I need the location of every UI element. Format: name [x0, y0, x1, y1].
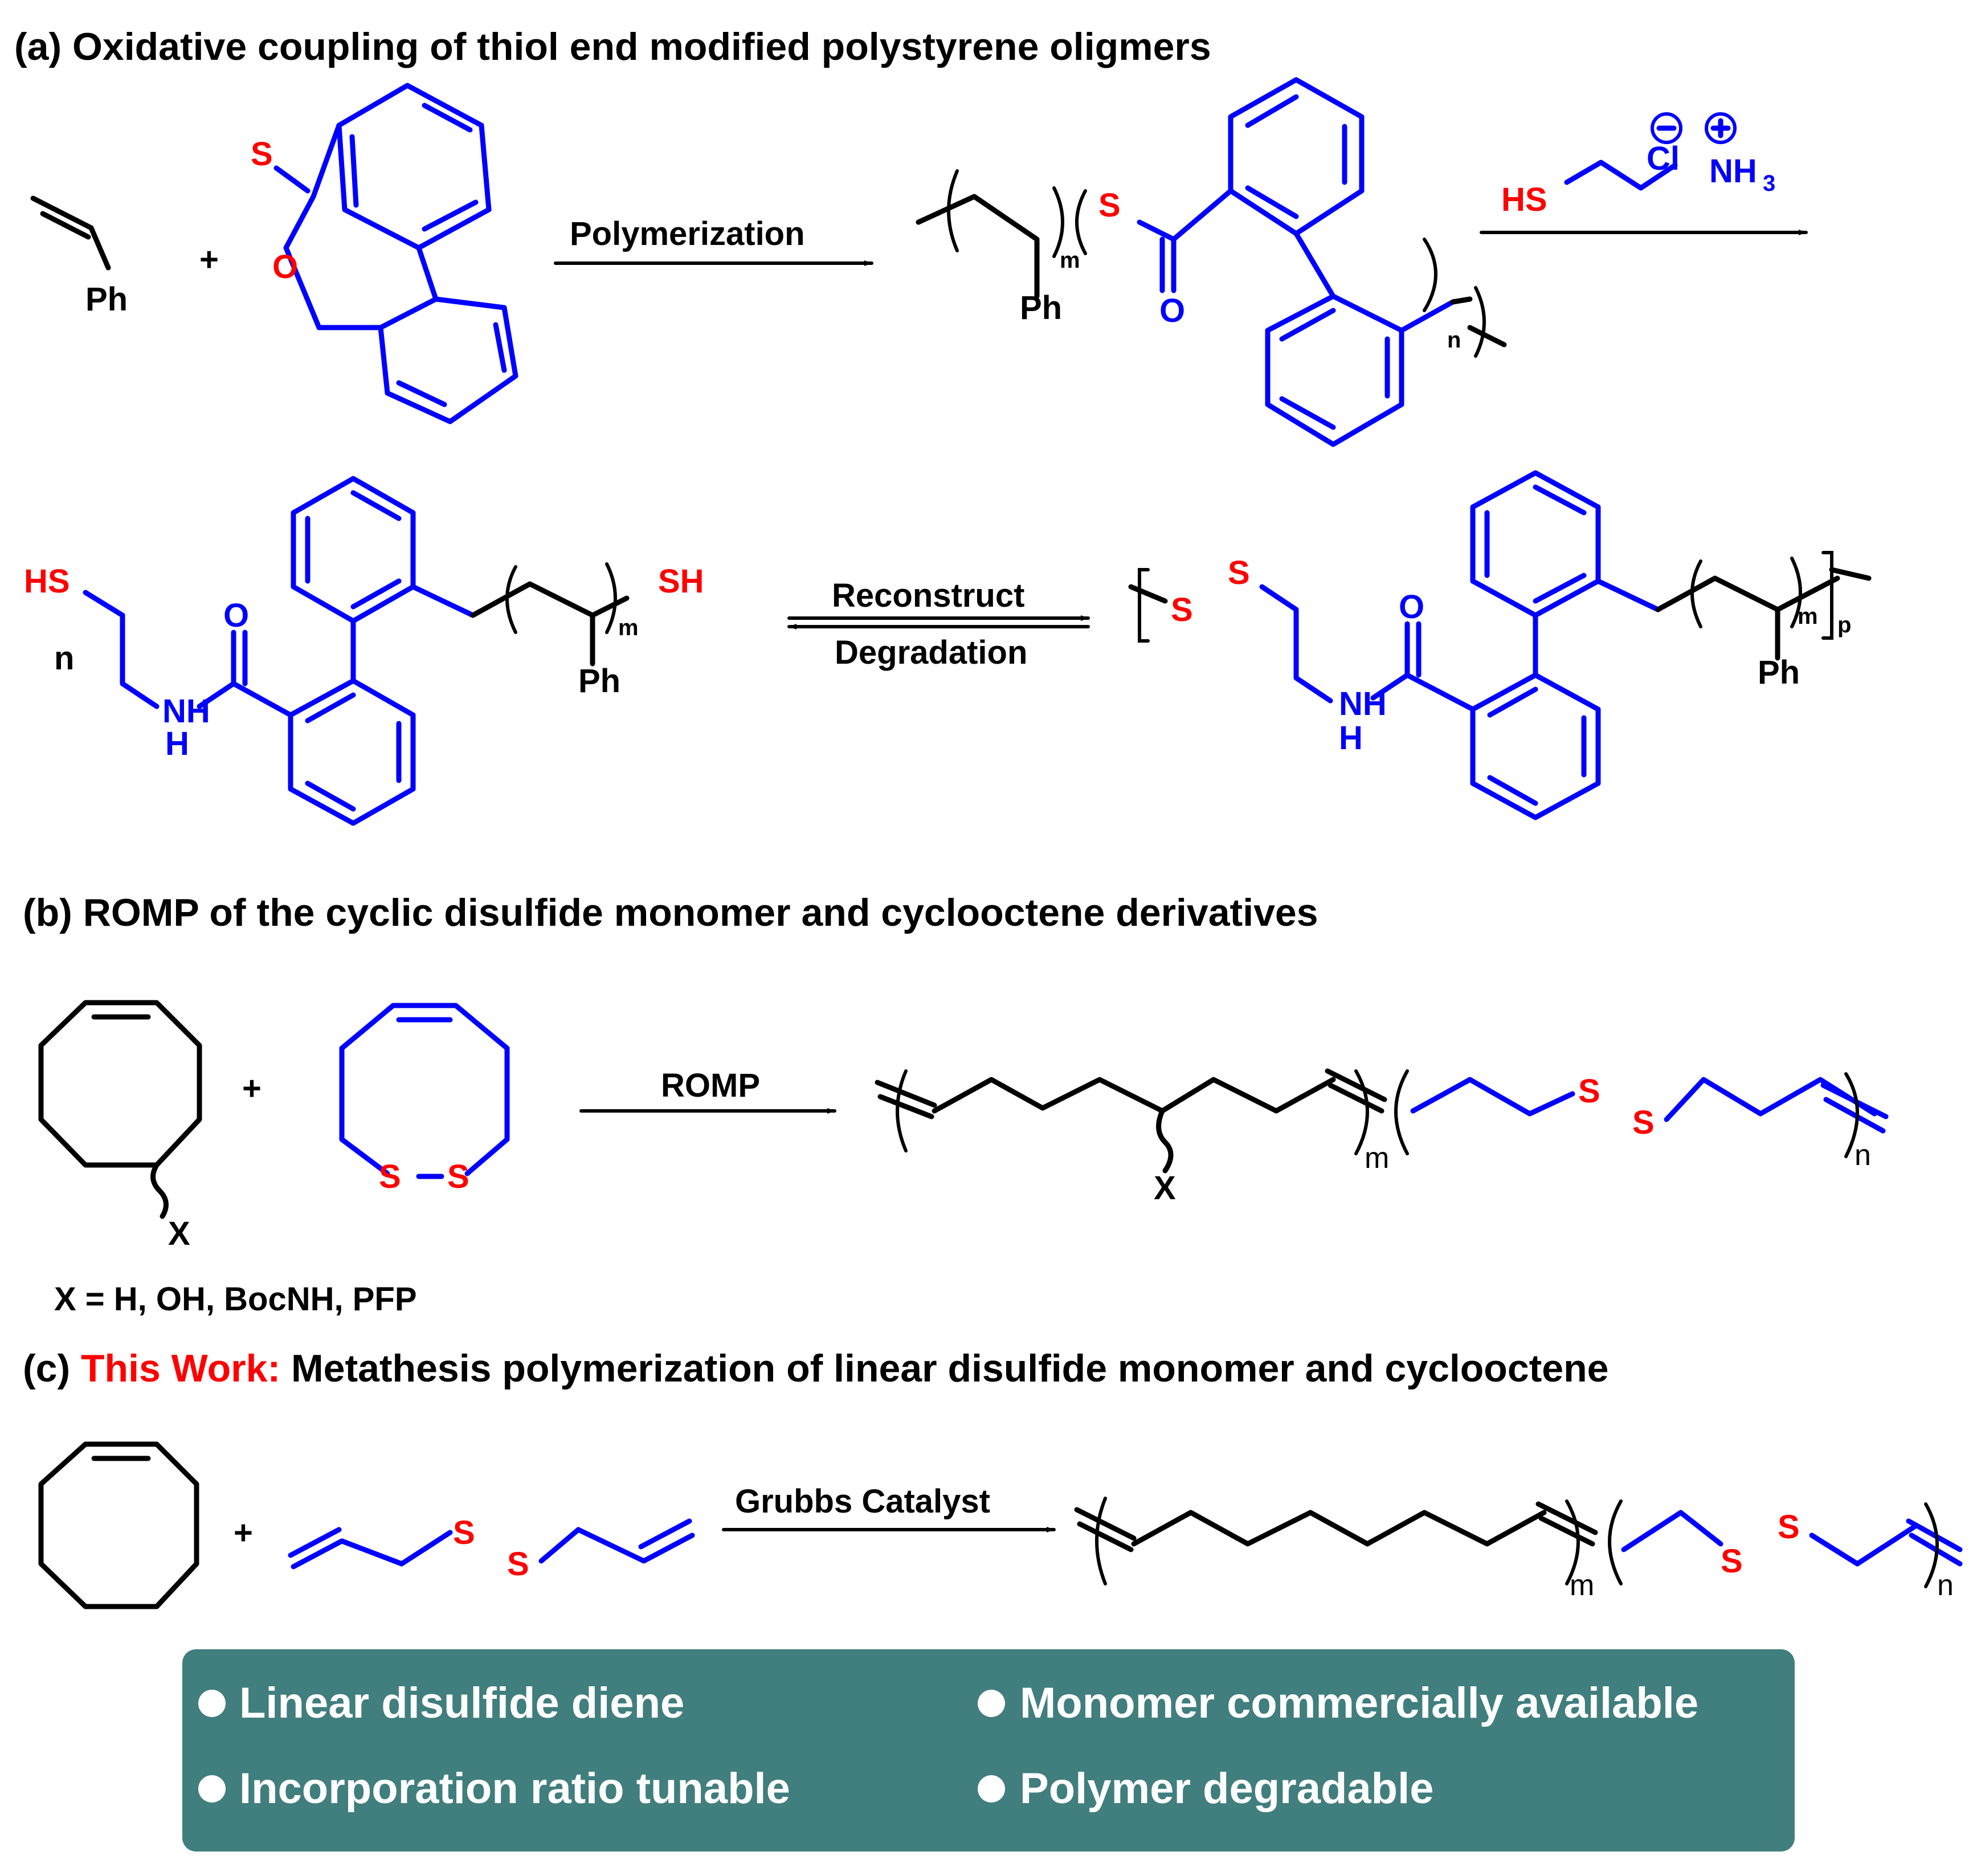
- ester-oxygen: O: [272, 248, 298, 285]
- phenyl-label: Ph: [578, 663, 620, 700]
- ammonium-subscript: 3: [1763, 171, 1775, 196]
- chloride-label: Cl: [1647, 140, 1680, 177]
- phenyl-label: Ph: [1758, 654, 1800, 691]
- thiol-end-label: SH: [658, 563, 704, 600]
- ring-sulfur-2: S: [447, 1158, 469, 1195]
- amide-hydrogen: H: [1339, 720, 1363, 757]
- thionolactone-monomer: S O: [251, 83, 518, 424]
- m-subscript: m: [1798, 604, 1818, 629]
- ammonium-label: NH: [1709, 153, 1757, 190]
- phenyl-label: Ph: [1020, 289, 1062, 326]
- cyclooctene-monomer: [38, 1441, 199, 1609]
- feature-item: Incorporation ratio tunable: [239, 1764, 790, 1813]
- thioester-sulfur: S: [1098, 187, 1121, 224]
- n-subscript: n: [1855, 1139, 1871, 1172]
- amide-hydrogen: H: [165, 725, 189, 762]
- thiol-oligomer: HS n NH H O m SH Ph: [24, 476, 704, 826]
- m-subscript: m: [1060, 248, 1080, 273]
- thione-sulfur: S: [251, 136, 273, 173]
- bullet-icon: [198, 1775, 226, 1803]
- plus-sign: +: [234, 1514, 253, 1551]
- disulfide-sulfur-1: S: [1171, 591, 1193, 628]
- disulfide-sulfur-2: S: [507, 1546, 529, 1583]
- cyclooctene-derivative: X: [38, 1000, 202, 1252]
- section-c-rest: Metathesis polymerization of linear disu…: [280, 1347, 1608, 1390]
- carbonyl-oxygen: O: [1159, 292, 1185, 329]
- features-panel-background: [182, 1649, 1795, 1852]
- polymerization-label: Polymerization: [570, 215, 805, 252]
- substituent-x: X: [168, 1215, 190, 1252]
- plus-sign: +: [242, 1070, 262, 1107]
- amide-nitrogen: NH: [162, 693, 210, 730]
- ring-sulfur-1: S: [379, 1158, 401, 1195]
- polydisulfide-product: S S NH H O m p Ph: [1128, 470, 1872, 820]
- degradation-label: Degradation: [835, 634, 1027, 671]
- styrene-monomer: Ph: [30, 195, 128, 318]
- copolymer-product: m Ph S O n: [916, 77, 1507, 447]
- romp-arrow: ROMP: [579, 1067, 836, 1114]
- section-c-title: (c) This Work: Metathesis polymerization…: [23, 1347, 1608, 1390]
- thiol-label: HS: [24, 563, 70, 600]
- amide-oxygen: O: [223, 597, 249, 634]
- phenyl-label: Ph: [85, 281, 128, 318]
- diallyl-disulfide-monomer: S S: [288, 1514, 695, 1583]
- n-count-label: n: [54, 640, 74, 677]
- bullet-icon: [198, 1690, 226, 1717]
- m-subscript: m: [1365, 1142, 1389, 1175]
- amide-oxygen: O: [1399, 588, 1424, 626]
- romp-copolymer: X m S S n: [875, 1068, 1889, 1207]
- disulfide-sulfur-2: S: [1228, 554, 1250, 591]
- thiol-label: HS: [1501, 181, 1547, 218]
- p-subscript: p: [1837, 612, 1851, 637]
- disulfide-sulfur-2: S: [1632, 1104, 1655, 1141]
- feature-item: Monomer commercially available: [1020, 1679, 1698, 1727]
- section-c-prefix: (c): [23, 1347, 81, 1390]
- bullet-icon: [978, 1775, 1005, 1803]
- reconstruct-label: Reconstruct: [832, 577, 1024, 614]
- cyclic-disulfide-monomer: S S: [339, 1003, 510, 1195]
- polymerization-arrow: Polymerization: [554, 215, 873, 266]
- feature-item: Linear disulfide diene: [239, 1679, 684, 1727]
- features-panel: Linear disulfide diene Monomer commercia…: [182, 1649, 1795, 1852]
- aminolysis-arrow: HS Cl NH 3: [1480, 112, 1808, 235]
- n-subscript: n: [1447, 328, 1461, 353]
- negative-charge-circle: [1651, 112, 1682, 144]
- m-subscript: m: [618, 615, 639, 640]
- positive-charge-circle: [1705, 112, 1737, 144]
- bullet-icon: [978, 1690, 1005, 1717]
- feature-item: Polymer degradable: [1020, 1764, 1434, 1813]
- grubbs-arrow: Grubbs Catalyst: [722, 1483, 1056, 1532]
- grubbs-catalyst-label: Grubbs Catalyst: [735, 1483, 990, 1520]
- plus-sign: +: [199, 241, 219, 278]
- substituent-x: X: [1154, 1170, 1176, 1207]
- metathesis-copolymer: m S S n: [1074, 1497, 1963, 1602]
- equilibrium-arrows: Reconstruct Degradation: [787, 577, 1090, 671]
- this-work-highlight: This Work:: [81, 1347, 280, 1390]
- n-subscript: n: [1937, 1569, 1954, 1602]
- section-a-title: (a) Oxidative coupling of thiol end modi…: [14, 25, 1211, 68]
- section-b-title: (b) ROMP of the cyclic disulfide monomer…: [23, 891, 1318, 934]
- disulfide-sulfur-1: S: [453, 1514, 475, 1551]
- romp-label: ROMP: [661, 1067, 760, 1104]
- disulfide-sulfur-2: S: [1778, 1509, 1800, 1546]
- disulfide-sulfur-1: S: [1721, 1543, 1743, 1580]
- disulfide-sulfur-1: S: [1578, 1073, 1600, 1110]
- m-subscript: m: [1570, 1569, 1594, 1602]
- substituent-note: X = H, OH, BocNH, PFP: [54, 1281, 417, 1318]
